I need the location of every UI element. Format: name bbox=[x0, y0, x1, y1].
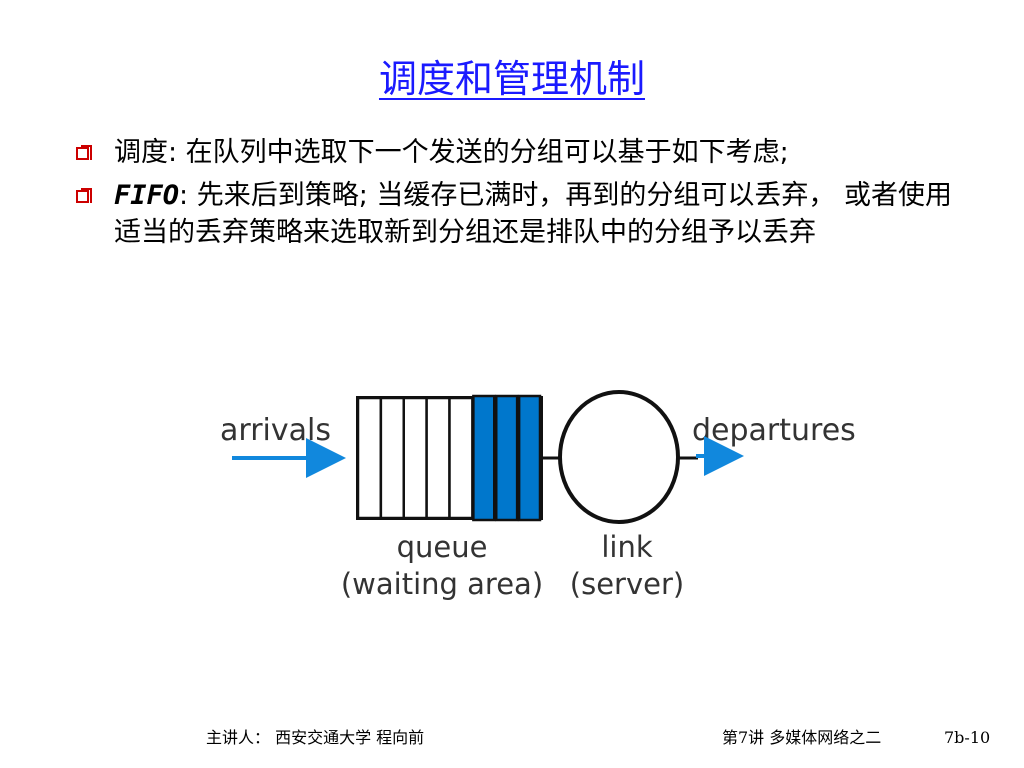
bullet-text: FIFO: 先来后到策略; 当缓存已满时，再到的分组可以丢弃， 或者使用适当的丢… bbox=[114, 180, 952, 248]
arrivals-label: arrivals bbox=[220, 413, 331, 448]
bullet-lead: FIFO bbox=[114, 180, 180, 211]
footer-lecturer: 主讲人： 西安交通大学 程向前 bbox=[206, 728, 425, 747]
bullet-item: 调度: 在队列中选取下一个发送的分组可以基于如下考虑; bbox=[74, 134, 954, 171]
queue-packet bbox=[495, 394, 519, 522]
queue-buffer bbox=[356, 394, 543, 522]
queue-empty-slot bbox=[356, 396, 383, 520]
bullet-text: 调度: 在队列中选取下一个发送的分组可以基于如下考虑; bbox=[114, 137, 789, 168]
queue-packet bbox=[517, 394, 542, 522]
queue-empty-slot bbox=[402, 396, 428, 520]
link-label: link bbox=[601, 530, 652, 564]
link-server-circle bbox=[558, 390, 680, 524]
bullet-body: : 先来后到策略; 当缓存已满时，再到的分组可以丢弃， 或者使用适当的丢弃策略来… bbox=[114, 180, 952, 248]
queue-label: queue bbox=[397, 530, 488, 564]
bullet-list: 调度: 在队列中选取下一个发送的分组可以基于如下考虑; FIFO: 先来后到策略… bbox=[74, 134, 954, 257]
checkbox-bullet-icon bbox=[76, 145, 92, 160]
queue-empty-slot bbox=[425, 396, 451, 520]
link-sublabel: (server) bbox=[570, 567, 684, 601]
departures-label: departures bbox=[692, 413, 856, 448]
slide-title: 调度和管理机制 bbox=[378, 57, 645, 101]
queue-packet bbox=[472, 394, 496, 522]
queue-empty-slot bbox=[448, 396, 474, 520]
checkbox-bullet-icon bbox=[76, 188, 92, 203]
queue-sublabel: (waiting area) bbox=[341, 567, 543, 601]
bullet-item: FIFO: 先来后到策略; 当缓存已满时，再到的分组可以丢弃， 或者使用适当的丢… bbox=[74, 177, 954, 251]
footer-lecture-title: 第7讲 多媒体网络之二 bbox=[722, 728, 882, 747]
footer-page-number: 7b-10 bbox=[944, 728, 991, 747]
queue-empty-slot bbox=[379, 396, 405, 520]
